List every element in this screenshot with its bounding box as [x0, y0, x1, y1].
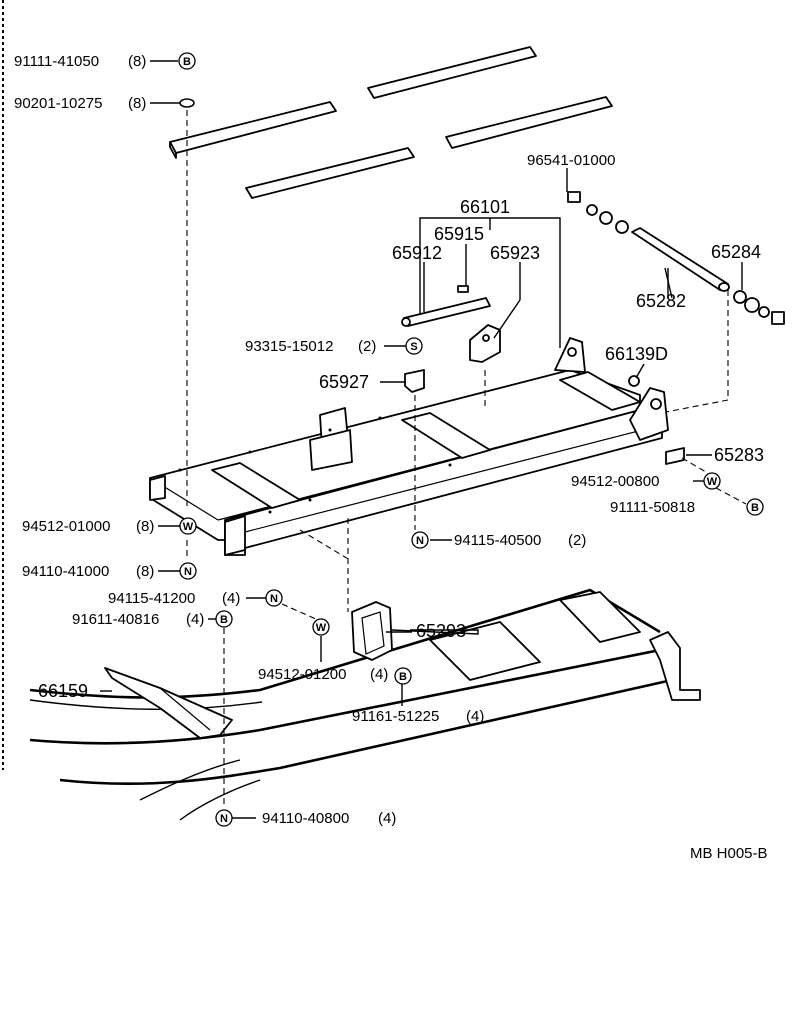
- bolt-symbol: B: [220, 614, 228, 626]
- callout-66159: 66159: [38, 681, 88, 701]
- callout-65927: 65927: [319, 372, 369, 392]
- sill-2: [367, 46, 537, 99]
- sill-4: [245, 147, 415, 199]
- washer-icon: [179, 98, 195, 108]
- sill-3: [445, 96, 613, 149]
- callout-qty: (8): [136, 518, 154, 535]
- washer-set-upper: [567, 191, 629, 234]
- callout-65912: 65912: [392, 243, 442, 263]
- callout-qty: (4): [222, 590, 240, 607]
- bracket-65293: [351, 601, 393, 661]
- callout-66101: 66101: [460, 197, 510, 217]
- callout-91111-50818: 91111-50818: [610, 499, 695, 516]
- gusset-66159: [104, 667, 233, 739]
- cushion-66139D: [628, 375, 640, 387]
- washer-symbol: W: [183, 521, 194, 533]
- callout-qty: (8): [136, 563, 154, 580]
- sub-frame: [149, 337, 669, 556]
- screw-symbol: S: [410, 341, 417, 353]
- main-frame: [29, 588, 701, 821]
- bracket-65923: [469, 324, 501, 363]
- callout-94110-40800: 94110-40800: [262, 810, 349, 827]
- callout-qty: (4): [378, 810, 396, 827]
- bolt-symbol: B: [751, 502, 759, 514]
- nut-symbol: N: [220, 813, 228, 825]
- nut-symbol: N: [416, 535, 424, 547]
- callout-93315-15012: 93315-15012: [245, 338, 333, 355]
- callout-91111-41050: 91111-41050: [14, 53, 99, 70]
- callout-94115-41200: 94115-41200: [108, 590, 195, 607]
- callout-qty: (4): [466, 708, 484, 725]
- washer-symbol: W: [316, 622, 327, 634]
- callout-65923: 65923: [490, 243, 540, 263]
- callout-qty: (4): [186, 611, 204, 628]
- callout-65282: 65282: [636, 291, 686, 311]
- callout-91161-51225: 91161-51225: [352, 708, 439, 725]
- callout-65915: 65915: [434, 224, 484, 244]
- callout-66139D: 66139D: [605, 344, 668, 364]
- washer-set-lower: [733, 290, 785, 325]
- bolt-symbol: B: [399, 671, 407, 683]
- callout-qty: (8): [128, 95, 146, 112]
- bolt-symbol: B: [183, 56, 191, 68]
- hinge-shaft: [631, 227, 730, 292]
- callout-qty: (4): [370, 666, 388, 683]
- callout-65283: 65283: [714, 445, 764, 465]
- bracket-65927: [404, 369, 425, 393]
- callout-94110-41000: 94110-41000: [22, 563, 109, 580]
- drawing-code: MB H005-B: [690, 845, 768, 862]
- callout-qty: (8): [128, 53, 146, 70]
- callout-90201-10275: 90201-10275: [14, 95, 102, 112]
- callout-91611-40816: 91611-40816: [72, 611, 159, 628]
- pin-65912: [401, 297, 491, 327]
- callout-94115-40500: 94115-40500: [454, 532, 541, 549]
- callout-94512-00800: 94512-00800: [571, 473, 659, 490]
- pin-65915: [457, 285, 469, 293]
- nut-symbol: N: [184, 566, 192, 578]
- callout-65284: 65284: [711, 242, 761, 262]
- sill-1: [169, 101, 337, 159]
- callout-94512-01200: 94512-01200: [258, 666, 346, 683]
- washer-symbol: W: [707, 476, 718, 488]
- callout-94512-01000: 94512-01000: [22, 518, 110, 535]
- callout-qty: (2): [568, 532, 586, 549]
- callout-65293: 65293: [416, 621, 466, 641]
- callout-96541-01000: 96541-01000: [527, 152, 615, 169]
- nut-symbol: N: [270, 593, 278, 605]
- callout-qty: (2): [358, 338, 376, 355]
- plate-65283: [665, 447, 685, 465]
